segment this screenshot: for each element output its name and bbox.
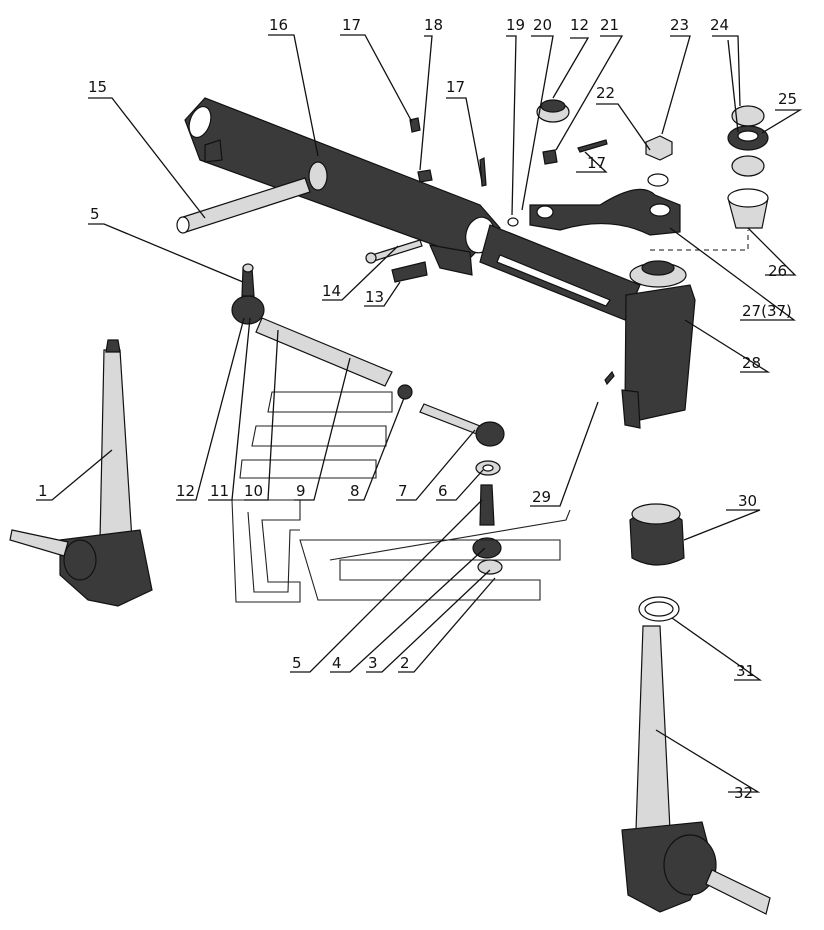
callout-17: 17 xyxy=(587,154,606,172)
knuckle-housing xyxy=(621,260,696,429)
leader-lines xyxy=(36,34,803,793)
callout-21: 21 xyxy=(600,16,619,34)
callout-19: 19 xyxy=(506,16,525,34)
top-small-parts xyxy=(409,99,673,227)
callout-23: 23 xyxy=(670,16,689,34)
callout-7: 7 xyxy=(398,482,408,500)
cap-and-ring xyxy=(629,503,685,622)
steering-arm xyxy=(529,188,681,236)
callout-8: 8 xyxy=(350,482,360,500)
callout-11: 11 xyxy=(210,482,229,500)
bearing-stack xyxy=(727,105,769,229)
callout-26: 26 xyxy=(768,262,787,280)
bolts-13-14 xyxy=(365,239,428,283)
callout-3: 3 xyxy=(368,654,378,672)
callout-17: 17 xyxy=(446,78,465,96)
callout-5: 5 xyxy=(292,654,302,672)
left-kingpin xyxy=(9,339,153,607)
callout-31: 31 xyxy=(736,662,755,680)
callout-13: 13 xyxy=(365,288,384,306)
callout-30: 30 xyxy=(738,492,757,510)
callout-2: 2 xyxy=(400,654,410,672)
callout-24: 24 xyxy=(710,16,729,34)
callout-9: 9 xyxy=(296,482,306,500)
callout-27: 27(37) xyxy=(742,302,792,320)
callout-25: 25 xyxy=(778,90,797,108)
parts-illustration xyxy=(9,97,771,915)
pin-15 xyxy=(176,177,311,234)
callout-12: 12 xyxy=(176,482,195,500)
inner-tube xyxy=(479,224,641,321)
callout-32: 32 xyxy=(734,784,753,802)
callout-16: 16 xyxy=(269,16,288,34)
callout-20: 20 xyxy=(533,16,552,34)
axle-beam xyxy=(184,97,501,276)
guide-brackets xyxy=(231,391,571,603)
callout-14: 14 xyxy=(322,282,341,300)
callout-6: 6 xyxy=(438,482,448,500)
callout-5: 5 xyxy=(90,205,100,223)
drag-link xyxy=(419,370,615,575)
callout-28: 28 xyxy=(742,354,761,372)
right-kingpin xyxy=(621,625,771,915)
callout-4: 4 xyxy=(332,654,342,672)
callout-1: 1 xyxy=(38,482,48,500)
callout-22: 22 xyxy=(596,84,615,102)
callout-29: 29 xyxy=(532,488,551,506)
callout-10: 10 xyxy=(244,482,263,500)
tie-rod xyxy=(231,263,413,400)
callout-15: 15 xyxy=(88,78,107,96)
callout-12: 12 xyxy=(570,16,589,34)
callout-17: 17 xyxy=(342,16,361,34)
callout-labels: 16 17 18 19 20 12 21 23 24 25 15 17 22 1… xyxy=(38,16,797,802)
callout-18: 18 xyxy=(424,16,443,34)
